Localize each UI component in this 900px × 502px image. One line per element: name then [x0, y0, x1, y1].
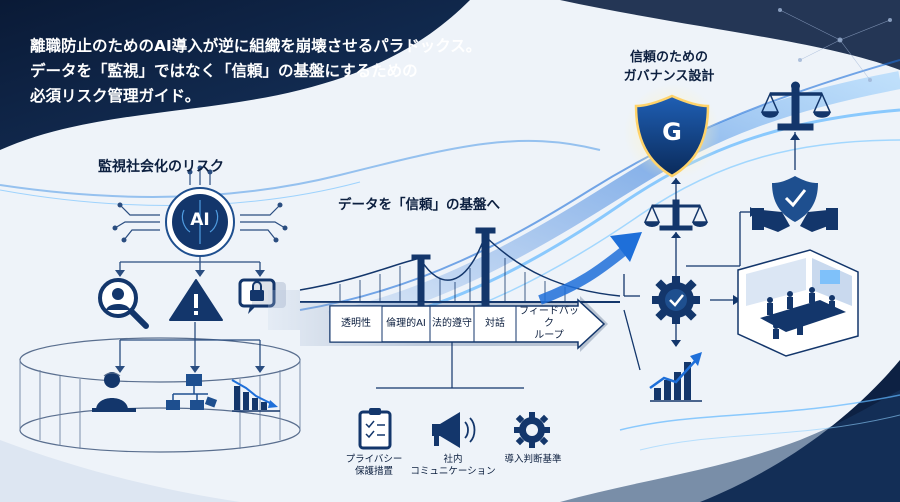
clipboard-icon: [358, 408, 392, 450]
title-line-2: データを「監視」ではなく「信頼」の基盤にするための: [30, 62, 418, 80]
growth-chart-icon: [649, 352, 702, 402]
risk-heading: 監視社会化のリスク: [98, 159, 224, 175]
shield-letter: G: [662, 118, 682, 146]
ai-badge-label: AI: [190, 210, 210, 230]
pillar-feedback-loop: フィードバック ループ: [516, 306, 582, 342]
pillars-arrow: [268, 290, 608, 352]
scale-icon: [643, 199, 709, 231]
bridge-heading: データを「信頼」の基盤へ: [338, 197, 500, 213]
privacy-line-1: プライバシー: [345, 454, 403, 465]
criteria-line-1: 導入判断基準: [504, 454, 562, 465]
pillar-transparency: 透明性: [341, 318, 371, 329]
stressed-person-icon: [92, 372, 136, 412]
pillar-ethical-ai: 倫理的AI: [386, 318, 426, 329]
internal-communication-label: 社内 コミュニケーション: [400, 454, 506, 478]
meeting-room-illustration: [737, 249, 859, 357]
title-line-1: 離職防止のためのAI導入が逆に組織を崩壊させるパラドックス。: [30, 37, 482, 55]
declining-chart-icon: [231, 379, 280, 412]
governance-line-2: ガバナンス設計: [623, 69, 715, 84]
feedback-line-1: フィードバック: [519, 306, 579, 329]
handshake-shield-icon: [752, 176, 838, 232]
bridge-icon: [299, 227, 621, 311]
title-line-3: 必須リスク管理ガイド。: [30, 87, 201, 105]
warning-icon: [169, 279, 223, 321]
shield-icon: [634, 94, 710, 178]
adoption-criteria-label: 導入判断基準: [496, 454, 570, 466]
privacy-line-2: 保護措置: [354, 466, 393, 477]
pillar-legal: 法的遵守: [432, 318, 472, 329]
main-title: 離職防止のためのAI導入が逆に組織を崩壊させるパラドックス。 データを「監視」で…: [30, 34, 550, 109]
comm-line-2: コミュニケーション: [410, 466, 496, 477]
privacy-measures-label: プライバシー 保護措置: [334, 454, 414, 478]
megaphone-icon: [432, 412, 476, 448]
gear-icon: [514, 412, 550, 448]
comm-line-1: 社内: [443, 454, 463, 465]
feedback-line-2: ループ: [534, 330, 564, 341]
justice-scale-icon: [760, 81, 832, 131]
broken-org-chart-icon: [166, 374, 218, 410]
governance-heading: 信頼のための ガバナンス設計: [604, 48, 734, 86]
pillar-dialogue: 対話: [485, 318, 505, 329]
governance-gear-icon: [652, 276, 700, 324]
governance-line-1: 信頼のための: [629, 50, 708, 65]
magnifier-person-icon: [98, 278, 149, 329]
